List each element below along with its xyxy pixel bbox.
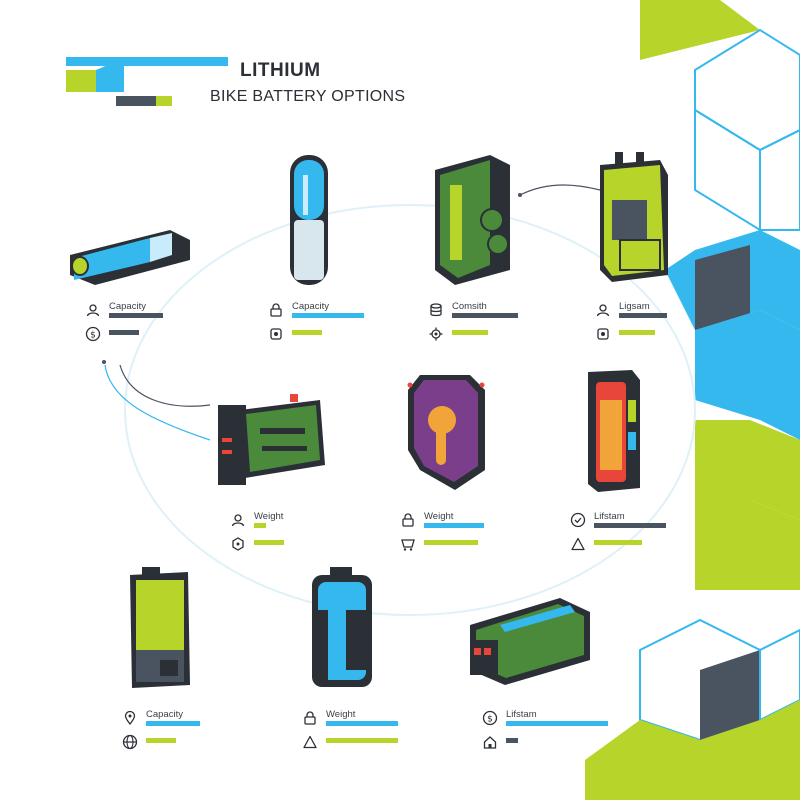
metric-row: [122, 732, 312, 754]
metric-bar: [292, 330, 322, 335]
battery-option-1: Capacity $: [85, 300, 275, 370]
metric-label: Comsith: [452, 301, 487, 312]
battery-illustration-1: [70, 230, 190, 285]
gear-icon: [429, 327, 443, 341]
metric-bar: [109, 330, 139, 335]
metric-row: Comsith: [428, 300, 618, 322]
metric-bar: [109, 313, 163, 318]
battery-illustration-10: [470, 598, 590, 685]
metric-row: [482, 732, 672, 754]
header-stripes: [66, 57, 228, 106]
metric-bar: [146, 721, 200, 726]
metric-row: [595, 324, 785, 346]
pin-icon: [124, 710, 136, 726]
metric-bar: [619, 330, 655, 335]
metric-bar: [326, 721, 398, 726]
check-circle-icon: [570, 512, 586, 528]
metric-row: [570, 534, 760, 556]
metric-bar: [292, 313, 364, 318]
cart-icon: [401, 539, 415, 551]
chip-icon: [270, 328, 282, 340]
metric-row: [268, 324, 458, 346]
metric-label: Ligsam: [619, 301, 650, 312]
battery-option-10: $ Lifstam: [482, 708, 672, 778]
user-icon: [86, 304, 100, 317]
page-subtitle: BIKE BATTERY OPTIONS: [210, 88, 406, 105]
metric-bar: [594, 540, 642, 545]
database-icon: [430, 303, 442, 317]
user-icon: [231, 514, 245, 527]
metric-bar: [619, 313, 667, 318]
metric-row: $: [85, 324, 275, 346]
metric-bar: [452, 330, 488, 335]
lock-icon: [270, 303, 282, 317]
battery-option-4: Ligsam: [595, 300, 785, 370]
metric-bar: [146, 738, 176, 743]
page-title: LITHIUM: [240, 60, 321, 81]
lock-icon: [402, 513, 414, 527]
battery-option-8: Capacity: [122, 708, 312, 778]
metric-bar: [254, 540, 284, 545]
globe-icon: [122, 734, 138, 750]
metric-row: Lifstam: [570, 510, 760, 532]
battery-option-9: Weight: [302, 708, 492, 778]
metric-row: [230, 534, 420, 556]
battery-illustration-4: [600, 152, 668, 282]
triangle-icon: [303, 735, 317, 749]
metric-bar: [424, 523, 484, 528]
svg-text:$: $: [487, 715, 493, 725]
metric-label: Capacity: [109, 301, 146, 312]
metric-label: Weight: [424, 511, 454, 522]
metric-row: [428, 324, 618, 346]
metric-label: Capacity: [292, 301, 329, 312]
hexagon-pattern: [585, 0, 800, 800]
metric-row: Weight: [302, 708, 492, 730]
battery-option-5: Weight: [230, 510, 420, 580]
metric-row: [302, 732, 492, 754]
metric-row: Capacity: [268, 300, 458, 322]
battery-illustration-5: [218, 394, 325, 485]
user-icon: [596, 304, 610, 317]
metric-bar: [506, 721, 608, 726]
metric-bar: [452, 313, 518, 318]
metric-bar: [326, 738, 398, 743]
metric-bar: [424, 540, 478, 545]
metric-row: $ Lifstam: [482, 708, 672, 730]
metric-bar: [594, 523, 666, 528]
metric-label: Capacity: [146, 709, 183, 720]
badge-icon: [232, 537, 244, 551]
metric-row: [400, 534, 590, 556]
battery-illustration-6: [407, 375, 485, 490]
metric-bar: [506, 738, 518, 743]
connector-lines: [102, 184, 696, 616]
battery-illustration-3: [435, 155, 510, 285]
metric-row: Capacity: [122, 708, 312, 730]
house-icon: [483, 736, 497, 749]
svg-text:$: $: [90, 331, 96, 341]
battery-illustration-2: [290, 155, 328, 285]
metric-label: Weight: [326, 709, 356, 720]
chip-icon: [597, 328, 609, 340]
metric-label: Lifstam: [594, 511, 625, 522]
battery-illustration-7: [588, 370, 640, 492]
battery-illustration-9: [312, 567, 372, 687]
metric-row: Weight: [400, 510, 590, 532]
battery-option-2: Capacity: [268, 300, 458, 370]
dollar-icon: $: [85, 326, 101, 342]
battery-illustration-8: [130, 567, 190, 688]
battery-option-6: Weight: [400, 510, 590, 580]
metric-row: Ligsam: [595, 300, 785, 322]
battery-option-7: Lifstam: [570, 510, 760, 580]
battery-option-3: Comsith: [428, 300, 618, 370]
triangle-icon: [571, 537, 585, 551]
metric-bar: [254, 523, 266, 528]
metric-row: Weight: [230, 510, 420, 532]
metric-row: Capacity: [85, 300, 275, 322]
dollar-icon: $: [482, 710, 498, 726]
lock-icon: [304, 711, 316, 725]
metric-label: Lifstam: [506, 709, 537, 720]
metric-label: Weight: [254, 511, 284, 522]
